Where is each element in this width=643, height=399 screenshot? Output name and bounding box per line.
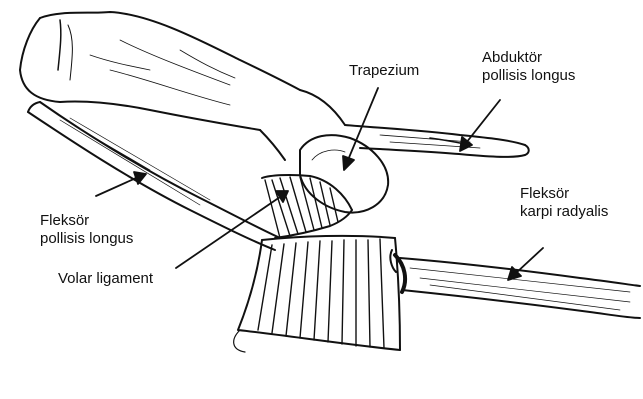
- trapezium-bone-drawing: [300, 135, 388, 212]
- label-trapezium: Trapezium: [349, 62, 419, 80]
- volar-ligament-drawing: [262, 175, 352, 238]
- label-volar-ligament: Volar ligament: [58, 270, 153, 288]
- label-line: Abduktör: [482, 49, 575, 67]
- retinaculum-drawing: [234, 236, 400, 352]
- label-line: pollisis longus: [482, 67, 575, 85]
- label-line: pollisis longus: [40, 230, 133, 248]
- label-line: Fleksör: [40, 212, 133, 230]
- label-abductor-pollicis-longus: Abduktör pollisis longus: [482, 49, 575, 85]
- label-line: karpi radyalis: [520, 203, 608, 221]
- label-line: Fleksör: [520, 185, 608, 203]
- label-flexor-pollicis-longus: Fleksör pollisis longus: [40, 212, 133, 248]
- label-flexor-carpi-radialis: Fleksör karpi radyalis: [520, 185, 608, 221]
- flexor-carpi-tendon-drawing: [390, 250, 640, 318]
